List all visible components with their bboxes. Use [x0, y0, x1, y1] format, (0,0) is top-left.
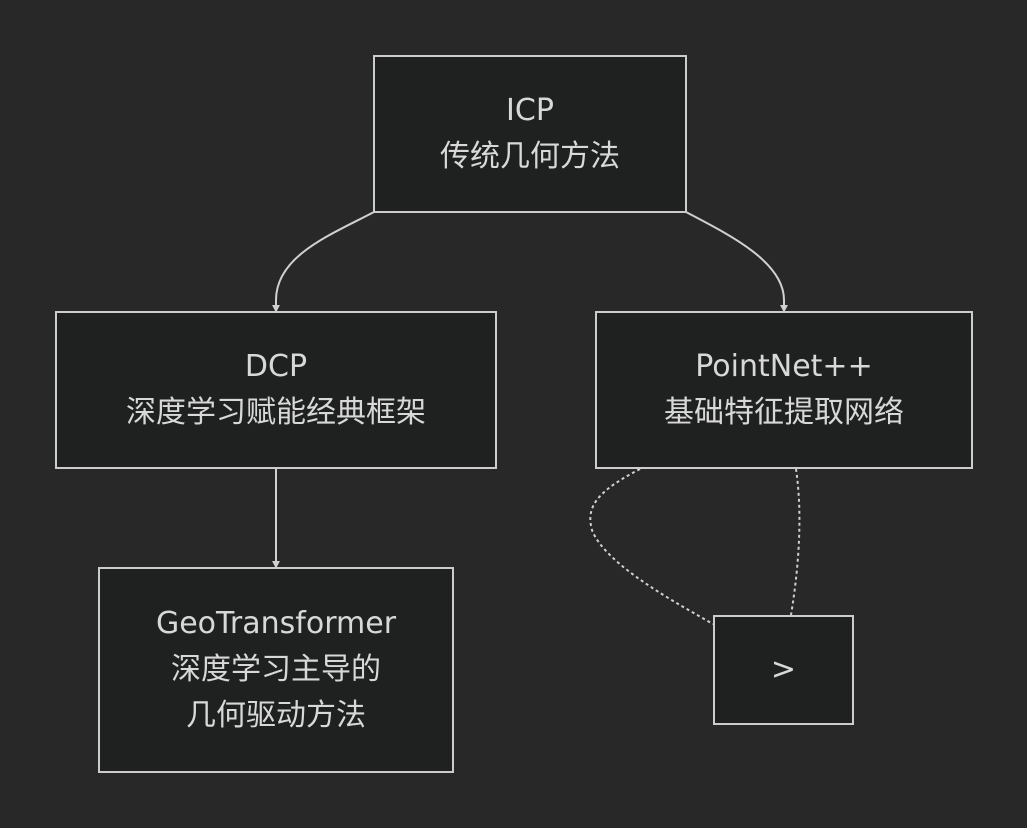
node-gt-label: > [770, 652, 797, 687]
node-dcp: DCP 深度学习赋能经典框架 [55, 311, 497, 469]
node-geotransformer-subtitle-2: 几何驱动方法 [186, 698, 366, 733]
edge-icp-to-pointnet [685, 211, 788, 313]
edge-pointnet-to-gt-dotted-left [589, 468, 714, 625]
node-pointnet-subtitle: 基础特征提取网络 [664, 395, 904, 430]
node-geotransformer-subtitle-1: 深度学习主导的 [171, 652, 381, 687]
node-dcp-title: DCP [244, 349, 308, 384]
edge-icp-to-dcp [272, 211, 375, 313]
node-dcp-subtitle: 深度学习赋能经典框架 [126, 395, 426, 430]
node-geotransformer: GeoTransformer 深度学习主导的 几何驱动方法 [98, 567, 454, 773]
edge-pointnet-to-gt-dotted-right [790, 468, 801, 616]
node-icp-subtitle: 传统几何方法 [440, 139, 620, 174]
node-icp-title: ICP [506, 93, 554, 128]
node-geotransformer-title: GeoTransformer [155, 606, 397, 641]
node-gt: > [713, 615, 854, 725]
node-icp: ICP 传统几何方法 [373, 55, 687, 213]
node-pointnet-title: PointNet++ [695, 349, 873, 384]
node-pointnet: PointNet++ 基础特征提取网络 [595, 311, 973, 469]
